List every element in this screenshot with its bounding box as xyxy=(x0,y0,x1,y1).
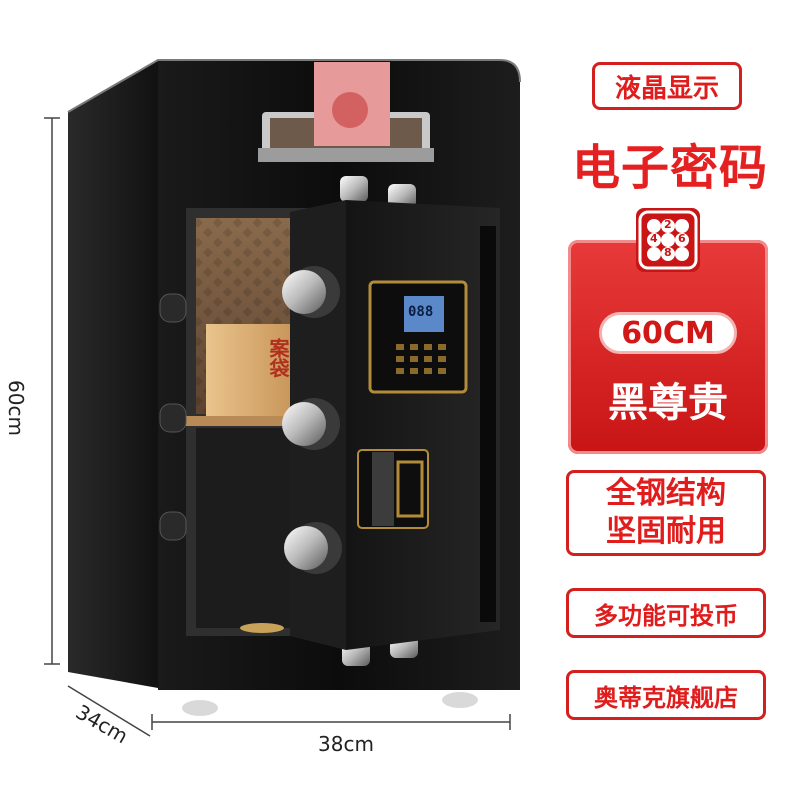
keypad-digit-2: 2 xyxy=(664,218,672,231)
safe-illustration xyxy=(44,59,521,737)
height-dimension-label: 60cm xyxy=(4,380,28,436)
keypad-digit-6: 6 xyxy=(678,232,686,245)
width-dimension-label: 38cm xyxy=(318,732,374,756)
lcd-feature-badge: 液晶显示 xyxy=(592,62,742,110)
structure-feature-badge: 全钢结构 坚固耐用 xyxy=(566,470,766,556)
structure-line-2: 坚固耐用 xyxy=(606,514,726,549)
size-badge: 60CM xyxy=(599,312,737,354)
structure-line-1: 全钢结构 xyxy=(606,476,726,511)
store-badge: 奥蒂克旗舰店 xyxy=(566,670,766,720)
keypad-digit-4: 4 xyxy=(650,232,658,245)
electronic-password-title: 电子密码 xyxy=(571,140,768,196)
keypad-icon: 2 4 6 8 xyxy=(636,208,700,272)
keypad-digit-8: 8 xyxy=(664,246,672,259)
lcd-display-text: 088 xyxy=(408,304,434,320)
file-bag-label: 案袋 xyxy=(266,338,290,378)
coin-feature-badge: 多功能可投币 xyxy=(566,588,766,638)
variant-label: 黑尊贵 xyxy=(608,380,728,426)
